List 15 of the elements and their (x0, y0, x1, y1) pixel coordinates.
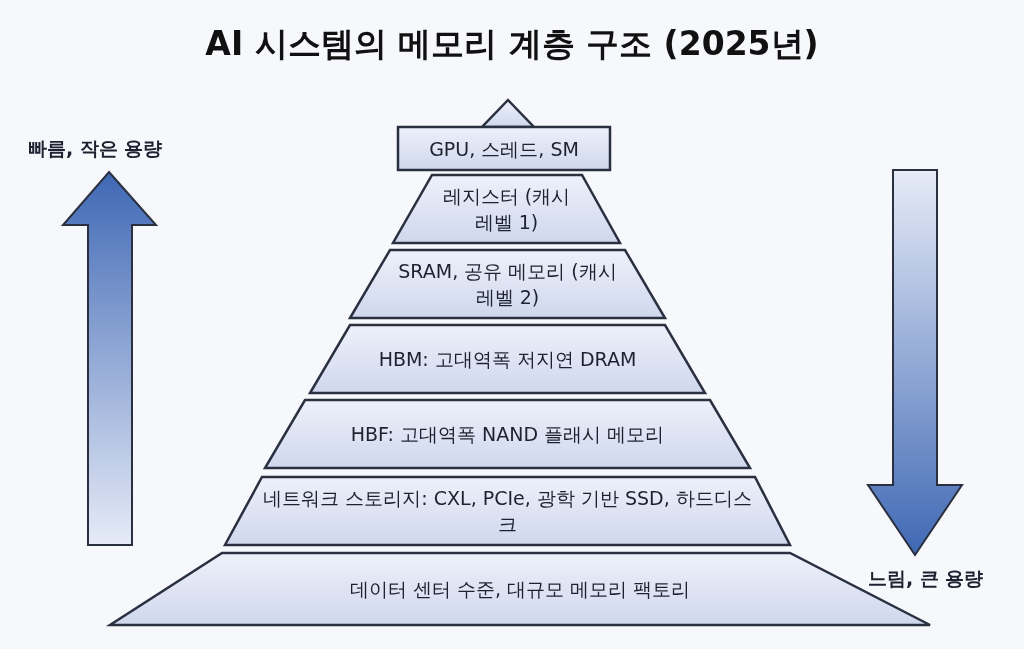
title: AI 시스템의 메모리 계층 구조 (2025년) (204, 23, 820, 65)
direction-label: 느림, 큰 용량 (868, 566, 984, 591)
tier-label: 레지스터 (캐시 레벨 1) (441, 184, 572, 235)
pyramid-tier (393, 175, 620, 243)
pyramid-tier (265, 400, 750, 468)
tier-label: SRAM, 공유 메모리 (캐시 레벨 2) (397, 259, 618, 310)
tier-label: HBM: 고대역폭 저지연 DRAM (377, 347, 638, 372)
pyramid-tier (225, 477, 790, 545)
pyramid-tier (350, 250, 665, 318)
tier-label: 데이터 센터 수준, 대규모 메모리 팩토리 (348, 577, 692, 602)
direction-label: 빠름, 작은 용량 (28, 136, 163, 161)
tier-label: HBF: 고대역폭 NAND 플래시 메모리 (349, 422, 666, 447)
tier-label: GPU, 스레드, SM (428, 136, 580, 162)
pyramid-tier (310, 325, 705, 393)
tier-label: 네트워크 스토리지: CXL, PCIe, 광학 기반 SSD, 하드디스크 (262, 486, 753, 537)
